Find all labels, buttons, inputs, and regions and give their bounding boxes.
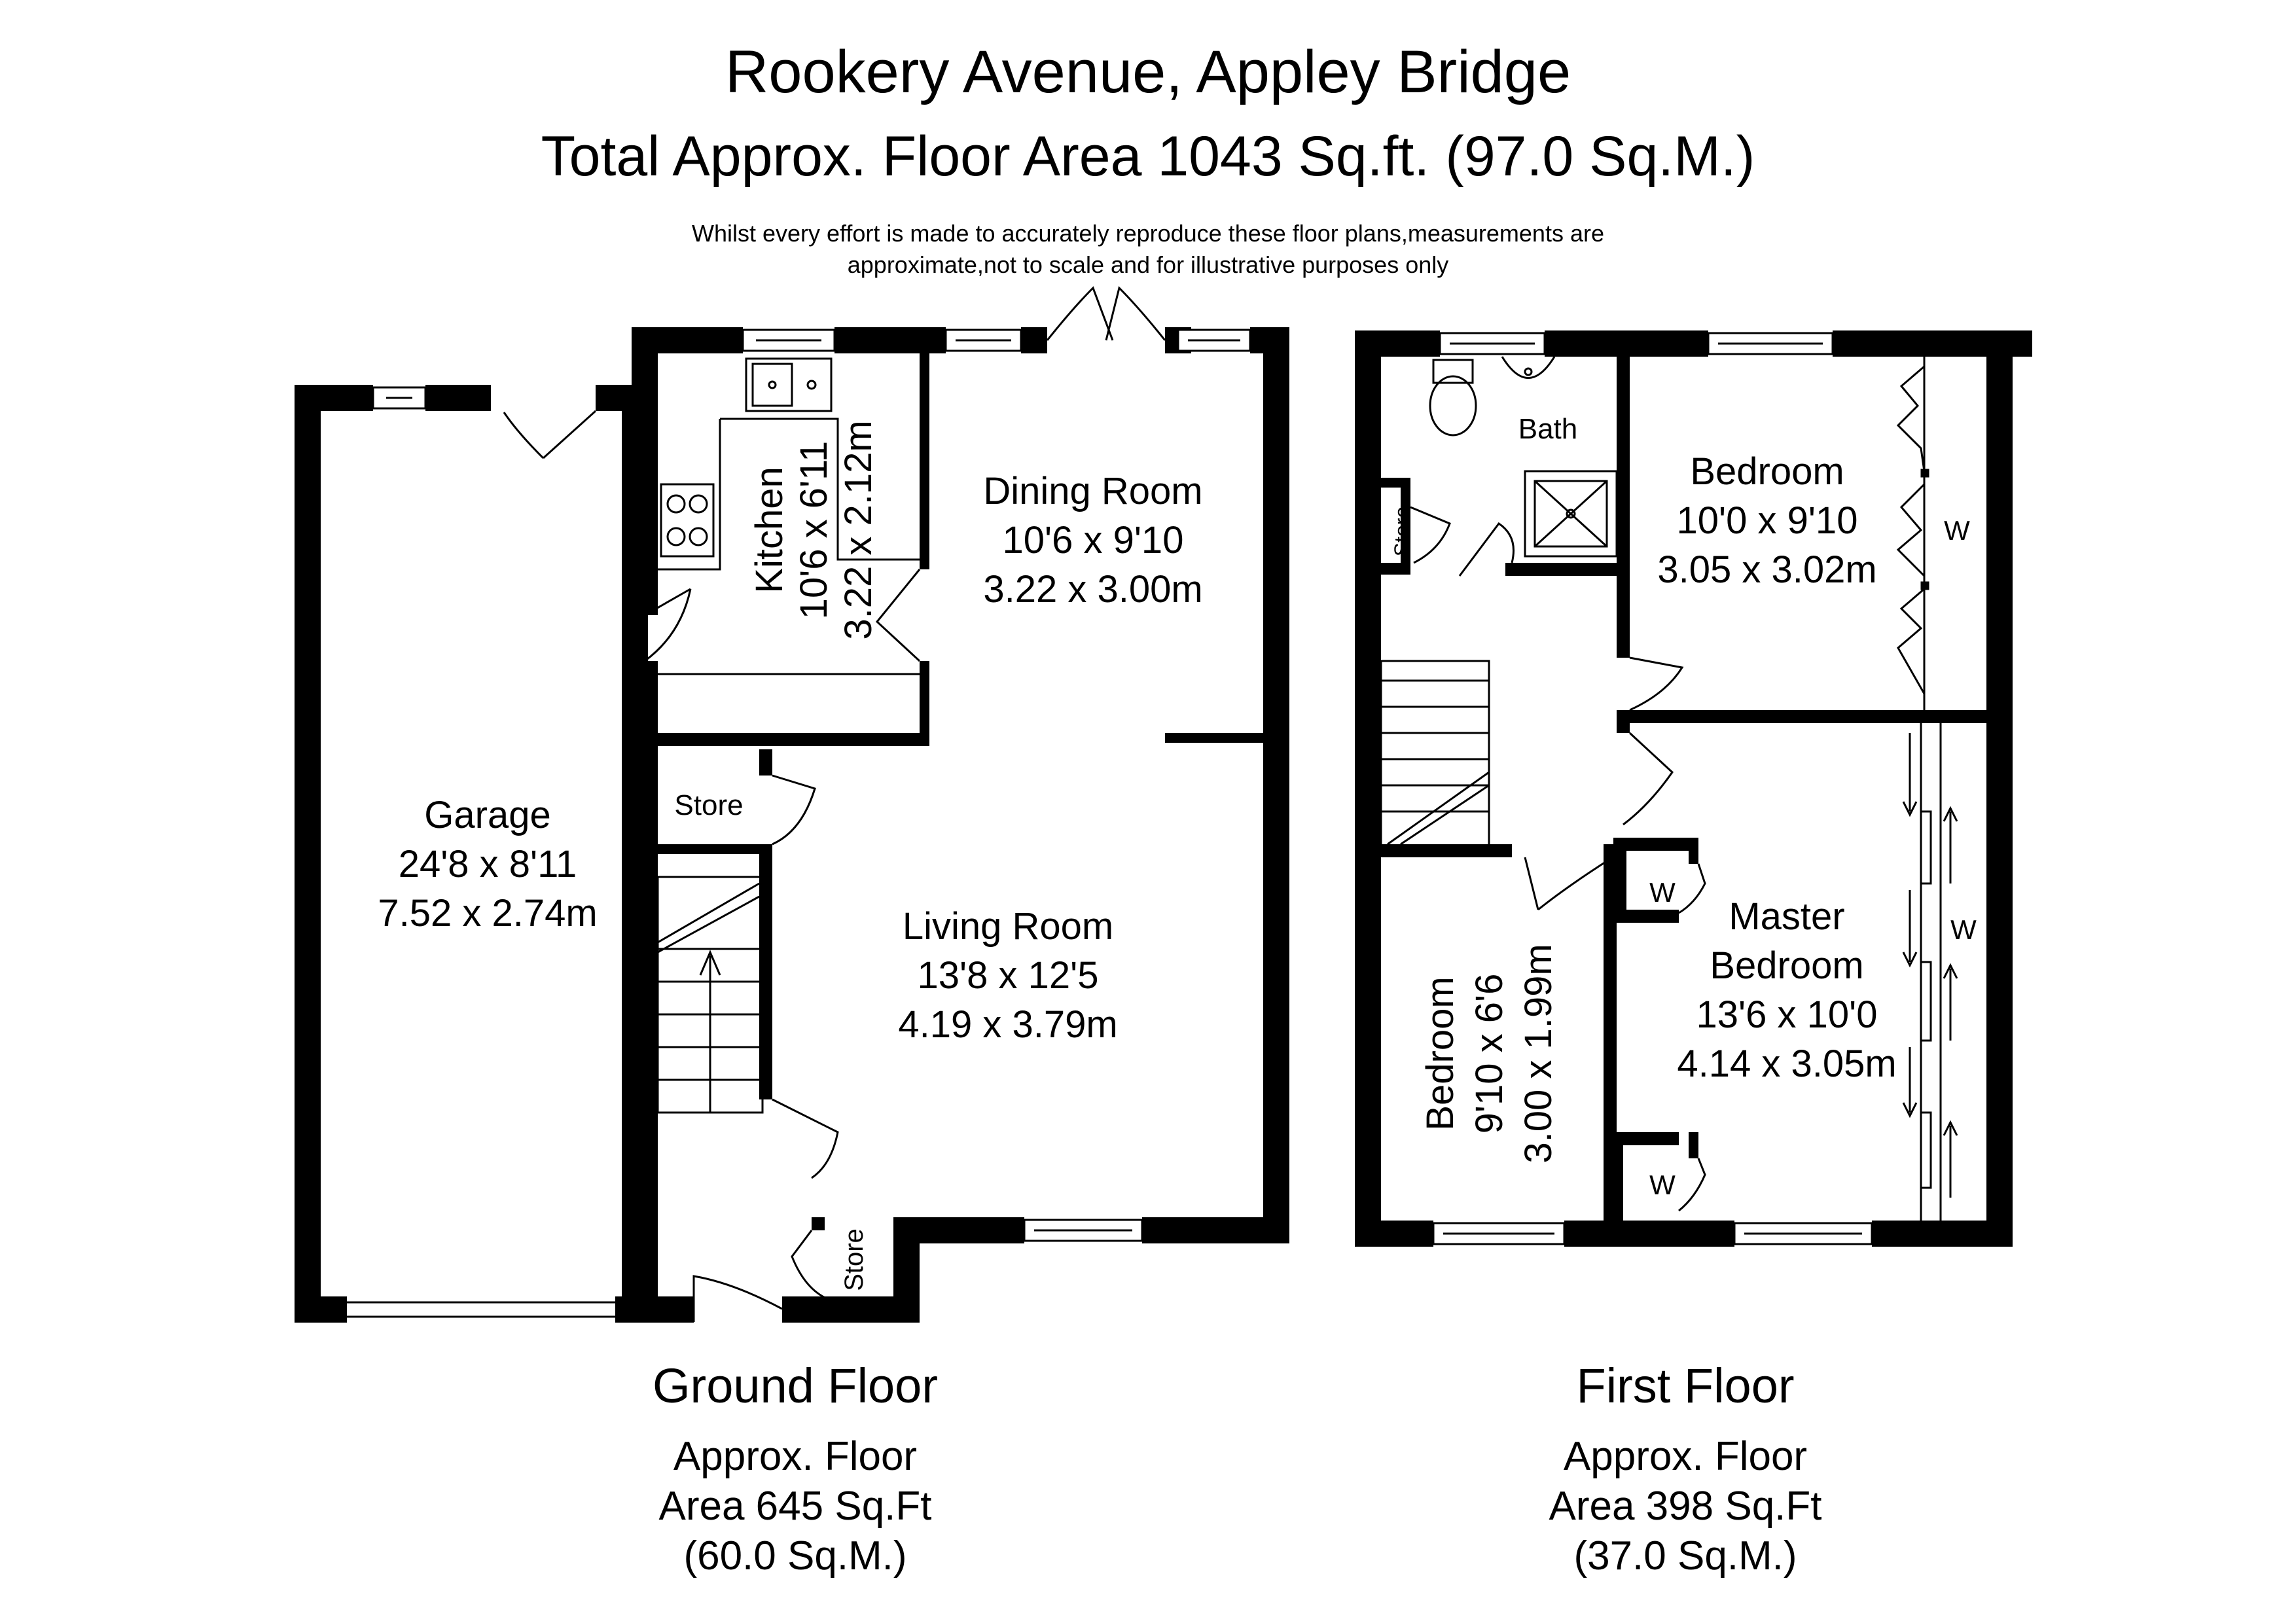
master-line2: Bedroom: [1710, 944, 1863, 987]
bedroom-small-metric: 3.00 x 1.99m: [1517, 944, 1560, 1163]
bedroom-right-name: Bedroom: [1690, 450, 1844, 493]
master-metric: 4.14 x 3.05m: [1677, 1043, 1896, 1085]
master-imperial: 13'6 x 10'0: [1696, 993, 1878, 1036]
first-floor-walls: [1355, 330, 2032, 1247]
sink-icon: [745, 357, 833, 412]
dining-name: Dining Room: [983, 470, 1202, 512]
ground-floor-area-1: Approx. Floor: [673, 1434, 918, 1479]
first-floor-area-1: Approx. Floor: [1563, 1434, 1808, 1479]
plan-title: Rookery Avenue, Appley Bridge: [725, 39, 1571, 105]
bedroom-small-imperial: 9'10 x 6'6: [1468, 974, 1511, 1134]
dining-metric: 3.22 x 3.00m: [983, 568, 1202, 611]
ground-floor-area-2: Area 645 Sq.Ft: [658, 1484, 932, 1529]
bedroom-right-imperial: 10'0 x 9'10: [1677, 499, 1858, 542]
disclaimer-line-2: approximate,not to scale and for illustr…: [847, 251, 1449, 278]
kitchen-fittings: [658, 357, 920, 675]
ground-floor-caption: Ground Floor Approx. Floor Area 645 Sq.F…: [501, 1358, 1090, 1581]
wardrobe-sliding-master: [1902, 723, 1958, 1221]
first-stairs: [1380, 660, 1490, 852]
ground-stairs: [656, 876, 764, 1114]
ground-floor-area-3: (60.0 Sq.M.): [683, 1533, 907, 1578]
living-metric: 4.19 x 3.79m: [898, 1003, 1117, 1046]
store-lower-label: Store: [840, 1228, 869, 1291]
first-floor-area-3: (37.0 Sq.M.): [1573, 1533, 1797, 1578]
wardrobe-label-1: W: [1649, 877, 1676, 908]
kitchen-name: Kitchen: [748, 467, 791, 593]
store-upper-label: Store: [674, 789, 743, 821]
wardrobe-label-2: W: [1649, 1169, 1676, 1200]
hob-icon: [660, 483, 715, 558]
bath-label: Bath: [1518, 413, 1578, 445]
living-imperial: 13'8 x 12'5: [918, 954, 1099, 997]
bedroom-small-name: Bedroom: [1419, 976, 1462, 1130]
living-name: Living Room: [903, 905, 1113, 948]
ground-floor-walls: [295, 327, 1289, 1323]
wardrobe-label-bedroom: W: [1944, 515, 1970, 546]
wardrobe-doors-bedroom: [1896, 357, 1929, 710]
bedroom-right-metric: 3.05 x 3.02m: [1657, 548, 1876, 591]
garage-metric: 7.52 x 2.74m: [378, 892, 597, 935]
door-swings: [503, 286, 1706, 1322]
toilet-icon: [1429, 375, 1477, 437]
first-floor-area-2: Area 398 Sq.Ft: [1549, 1484, 1822, 1529]
garage-imperial: 24'8 x 8'11: [399, 843, 577, 885]
kitchen-metric: 3.22 x 2.12m: [837, 420, 880, 639]
wardrobe-label-master: W: [1950, 914, 1977, 945]
dining-imperial: 10'6 x 9'10: [1003, 519, 1184, 562]
kitchen-imperial: 10'6 x 6'11: [793, 441, 835, 620]
first-floor-caption: First Floor Approx. Floor Area 398 Sq.Ft…: [1391, 1358, 1980, 1581]
master-line1: Master: [1729, 895, 1844, 938]
basin-icon: [1501, 356, 1556, 379]
shower-icon: [1524, 470, 1618, 558]
store-first-label: Store: [1390, 507, 1414, 556]
garage-name: Garage: [424, 794, 550, 836]
disclaimer-line-1: Whilst every effort is made to accuratel…: [692, 220, 1604, 247]
bathroom-fittings: [1429, 356, 1618, 558]
total-floor-area: Total Approx. Floor Area 1043 Sq.ft. (97…: [541, 125, 1755, 188]
ground-floor-label: Ground Floor: [653, 1359, 938, 1413]
first-floor-label: First Floor: [1576, 1359, 1795, 1413]
toilet-cistern: [1432, 359, 1474, 384]
